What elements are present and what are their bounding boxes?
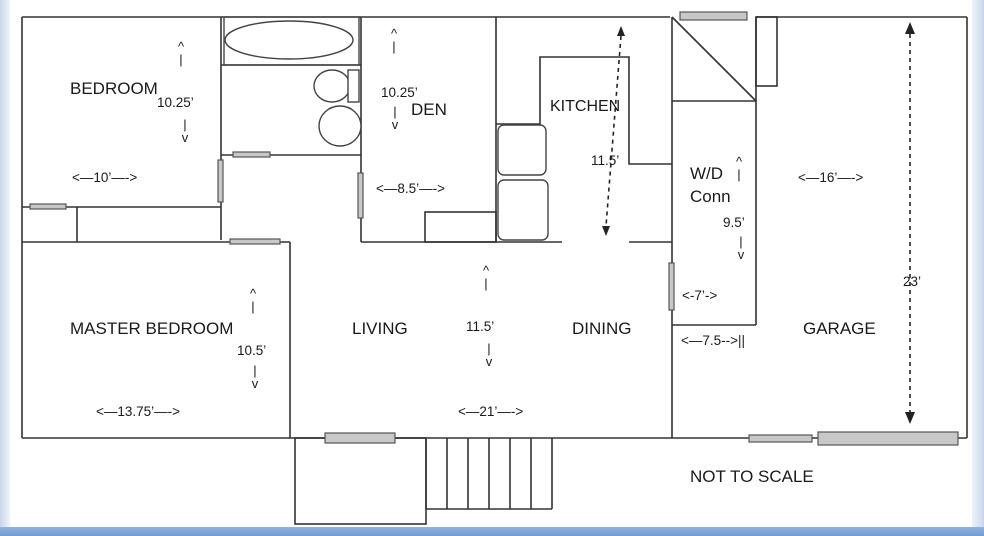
room-label-conn: Conn [690, 187, 731, 206]
laundry-down-arrow: |v [737, 234, 745, 262]
dim-bedroom-width: <—10’—-> [72, 170, 138, 185]
dim-master-height: 10.5’ [237, 343, 267, 358]
dim-kitchen-height: 11.5’ [591, 153, 620, 168]
master-down-arrow: |v [251, 363, 259, 391]
dim-living-width: <—21’—-> [458, 404, 524, 419]
dim-den-width: <—8.5’—-> [376, 181, 446, 196]
windows [29, 11, 959, 446]
dimension-arrows [605, 34, 911, 414]
dim-bedroom-height: 10.25’ [157, 95, 194, 110]
room-label-dining: DINING [572, 319, 632, 338]
fixtures [223, 16, 549, 241]
laundry-up-arrow: ^| [735, 154, 743, 182]
arrowheads [602, 22, 915, 424]
dim-living-height: 11.5’ [466, 319, 495, 334]
dim-laundry-height: 9.5’ [723, 215, 745, 230]
living-down-arrow: |v [485, 341, 493, 369]
viewer-frame-left [0, 0, 10, 536]
master-up-arrow: ^| [249, 286, 257, 314]
dim-garage-height: 23’ [903, 274, 922, 289]
room-label-master-bedroom: MASTER BEDROOM [70, 319, 234, 338]
dim-garage-width: <—16’—-> [798, 170, 864, 185]
den-down-arrow: |v [391, 104, 399, 132]
viewer-frame-bottom [0, 527, 984, 536]
room-label-kitchen: KITCHEN [550, 98, 621, 115]
living-up-arrow: ^| [482, 263, 490, 291]
room-label-wd: W/D [690, 164, 724, 183]
room-label-den: DEN [411, 100, 447, 119]
dim-master-width: <—13.75’—-> [96, 404, 181, 419]
dim-laundry-width: <-7’-> [682, 288, 718, 303]
bedroom-down-arrow: |v [181, 117, 189, 145]
room-label-living: LIVING [352, 319, 408, 338]
dim-laundry-width-2: <—7.5-->|| [681, 333, 746, 348]
room-label-garage: GARAGE [803, 319, 876, 338]
bedroom-up-arrow: ^| [177, 39, 185, 67]
walls [21, 16, 968, 525]
viewer-frame-right [972, 0, 984, 536]
not-to-scale-note: NOT TO SCALE [690, 467, 814, 486]
room-label-bedroom: BEDROOM [70, 79, 158, 98]
dim-den-height: 10.25’ [381, 85, 418, 100]
den-up-arrow: ^| [390, 26, 398, 54]
